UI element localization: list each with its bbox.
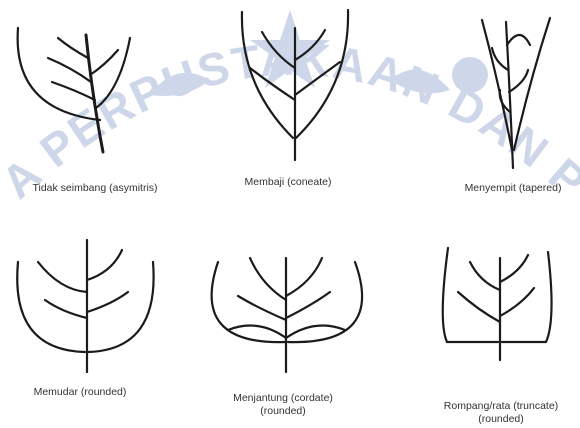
caption-cordate-line-2: (rounded) xyxy=(208,405,358,418)
asymitris-vein-4 xyxy=(90,50,118,75)
leaf-base-cordate xyxy=(212,258,362,372)
coneate-left-margin xyxy=(242,12,293,138)
truncate-vein-1 xyxy=(470,262,500,290)
cordate-vein-2 xyxy=(238,296,286,320)
rounded-vein-2 xyxy=(45,300,87,318)
truncate-vein-3 xyxy=(500,255,528,282)
rounded-vein-4 xyxy=(87,292,128,312)
caption-truncate-line-2: (rounded) xyxy=(424,413,578,426)
asymitris-vein-2 xyxy=(48,58,91,82)
cordate-vein-3 xyxy=(286,258,322,296)
asymitris-midrib xyxy=(86,35,103,152)
rounded-vein-1 xyxy=(38,262,87,292)
coneate-vein-4 xyxy=(295,62,340,95)
asymitris-vein-3 xyxy=(52,82,95,100)
asymitris-vein-1 xyxy=(58,38,88,58)
rounded-vein-3 xyxy=(87,250,122,280)
tapered-vein-4 xyxy=(500,90,510,112)
cordate-vein-1 xyxy=(250,258,286,300)
asymitris-right-margin xyxy=(96,38,130,108)
leaf-base-tapered xyxy=(482,18,550,168)
tapered-vein-3 xyxy=(509,70,528,92)
coneate-vein-1 xyxy=(262,32,295,68)
coneate-vein-2 xyxy=(250,68,295,100)
leaf-base-rounded xyxy=(17,240,153,372)
leaf-base-asymitris xyxy=(18,28,130,152)
cordate-vein-4 xyxy=(286,292,330,318)
caption-coneate: Membaji (coneate) xyxy=(218,176,358,189)
caption-cordate-line-1: Menjantung (cordate) xyxy=(208,392,358,405)
caption-truncate: Rompang/rata (truncate) (rounded) xyxy=(424,400,578,426)
caption-rounded: Memudar (rounded) xyxy=(10,386,150,399)
caption-truncate-line-1: Rompang/rata (truncate) xyxy=(424,400,578,413)
truncate-vein-4 xyxy=(500,288,534,316)
leaf-base-truncate xyxy=(443,248,552,360)
tapered-vein-1 xyxy=(507,35,530,45)
coneate-vein-3 xyxy=(295,30,325,60)
caption-asymitris: Tidak seimbang (asymitris) xyxy=(20,182,170,195)
truncate-vein-2 xyxy=(458,292,500,322)
caption-tapered: Menyempit (tapered) xyxy=(448,182,578,195)
caption-cordate: Menjantung (cordate) (rounded) xyxy=(208,392,358,418)
leaf-base-coneate xyxy=(242,10,348,160)
